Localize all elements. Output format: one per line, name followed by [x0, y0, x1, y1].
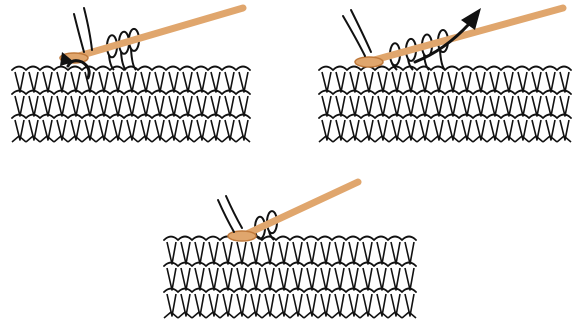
chain-row	[164, 289, 416, 293]
bottom-edge	[164, 312, 416, 318]
crochet-hook-icon	[355, 8, 563, 67]
bottom-edge	[319, 136, 571, 142]
stitch-diagram-1	[0, 0, 260, 150]
diagram-panel-step-3	[150, 170, 430, 336]
stitch-posts	[322, 96, 569, 116]
crochet-hook-icon	[228, 182, 358, 241]
stitch-posts	[15, 96, 248, 116]
chain-row	[319, 115, 571, 119]
chain-row	[12, 67, 250, 71]
chain-row	[164, 263, 416, 267]
stitch-posts	[15, 72, 248, 92]
stitch-posts	[322, 120, 569, 140]
chain-row	[319, 91, 571, 95]
working-yarn	[343, 10, 371, 56]
working-yarn	[218, 196, 242, 232]
stitch-posts	[322, 72, 569, 92]
stitch-posts	[167, 268, 414, 290]
chain-row	[164, 237, 416, 241]
diagram-panel-step-2	[305, 0, 572, 150]
crochet-hook-icon	[60, 8, 243, 63]
stitch-posts	[167, 294, 414, 316]
working-yarn	[74, 8, 92, 52]
fabric-rows	[12, 67, 250, 143]
fabric-rows	[319, 67, 571, 143]
stitch-diagram-3	[150, 170, 430, 336]
stitch-diagram-2	[305, 0, 572, 150]
fabric-rows	[164, 237, 416, 319]
diagram-panel-step-1	[0, 0, 260, 150]
stitch-posts	[167, 242, 414, 264]
